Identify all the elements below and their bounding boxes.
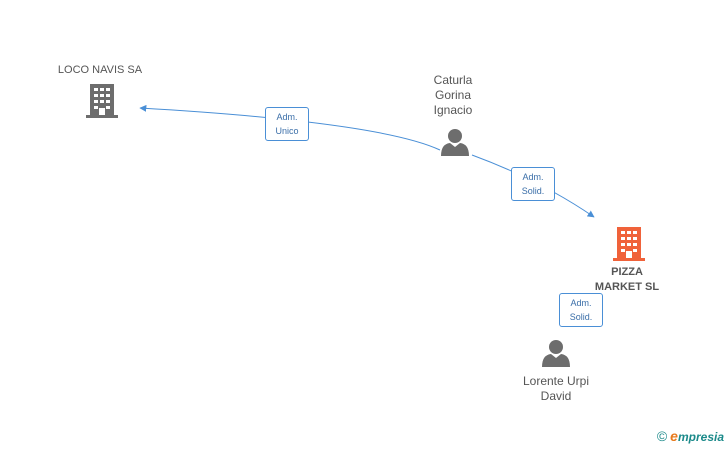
brand-logo: empresia <box>670 428 724 444</box>
building-icon[interactable] <box>86 84 118 118</box>
copyright-symbol: © <box>656 428 668 444</box>
person-icon[interactable] <box>441 129 469 156</box>
empresia-watermark: © empresia <box>657 428 724 444</box>
edge-label-adm-solid-lorente: Adm. Solid. <box>559 293 603 327</box>
company-name-pizza-market[interactable]: PIZZA MARKET SL <box>594 266 660 293</box>
brand-logo-text: mpresia <box>677 430 724 444</box>
person-icon[interactable] <box>542 340 570 367</box>
person-name-lorente[interactable]: Lorente Urpi David <box>522 374 590 403</box>
building-icon[interactable] <box>613 227 645 261</box>
edge-caturla-loco-navis <box>139 104 441 151</box>
company-name-loco-navis[interactable]: LOCO NAVIS SA <box>57 64 143 76</box>
brand-logo-e: e <box>670 428 678 444</box>
edge-label-adm-unico: Adm. Unico <box>265 107 309 141</box>
edge-label-line1: Adm. <box>522 172 544 182</box>
edge-label-adm-solid: Adm. Solid. <box>511 167 555 201</box>
edge-label-line1: Adm. <box>276 112 298 122</box>
edge-label-line2: Solid. <box>569 312 593 322</box>
edge-label-line2: Solid. <box>521 186 545 196</box>
edge-label-line2: Unico <box>275 126 299 136</box>
person-name-caturla[interactable]: Caturla Gorina Ignacio <box>433 73 473 117</box>
edge-label-line1: Adm. <box>570 298 592 308</box>
